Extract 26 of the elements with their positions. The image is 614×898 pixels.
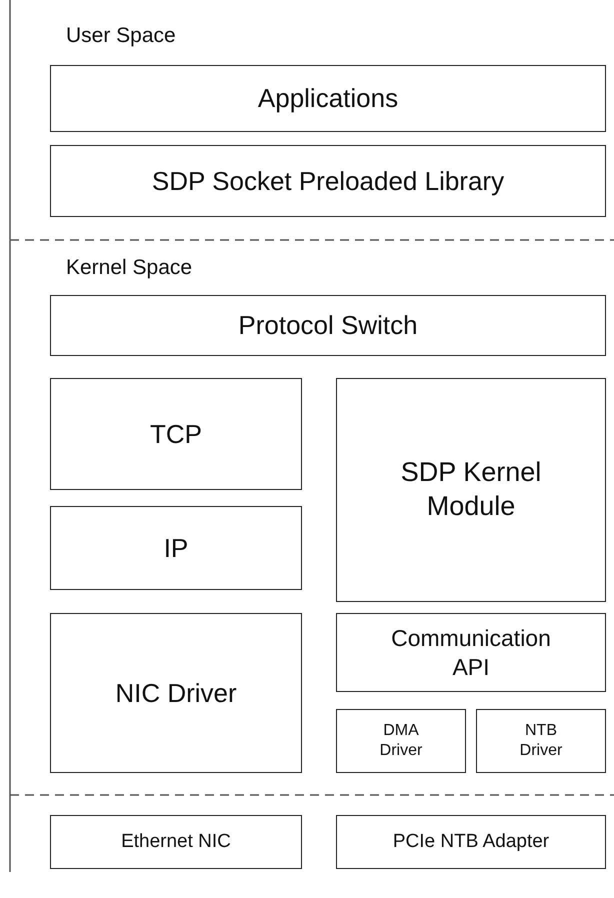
layer-box — [336, 709, 466, 773]
layer-box — [336, 378, 606, 602]
layer-box — [50, 815, 302, 869]
layer-box — [476, 709, 606, 773]
layer-box — [50, 65, 606, 132]
layer-label: NTB Driver — [518, 721, 564, 761]
layer-box — [50, 613, 302, 773]
layer-box — [50, 378, 302, 490]
layer-label: NIC Driver — [115, 676, 237, 710]
layer-label: SDP Kernel Module — [400, 456, 542, 523]
layer-box — [50, 506, 302, 590]
region-label: User Space — [66, 24, 176, 48]
layer-box — [336, 613, 606, 692]
layer-label: Communication API — [390, 624, 552, 682]
region-label: Kernel Space — [66, 256, 192, 280]
layer-label: Applications — [258, 82, 398, 115]
layer-label: DMA Driver — [378, 721, 424, 761]
layer-label: PCIe NTB Adapter — [392, 830, 550, 854]
layer-box — [336, 815, 606, 869]
layer-label: Protocol Switch — [238, 309, 418, 342]
layer-label: TCP — [150, 418, 202, 450]
layer-box — [50, 145, 606, 217]
layer-box — [50, 295, 606, 356]
layer-label: IP — [164, 532, 188, 564]
layer-label: SDP Socket Preloaded Library — [152, 164, 504, 198]
layer-label: Ethernet NIC — [121, 830, 231, 854]
